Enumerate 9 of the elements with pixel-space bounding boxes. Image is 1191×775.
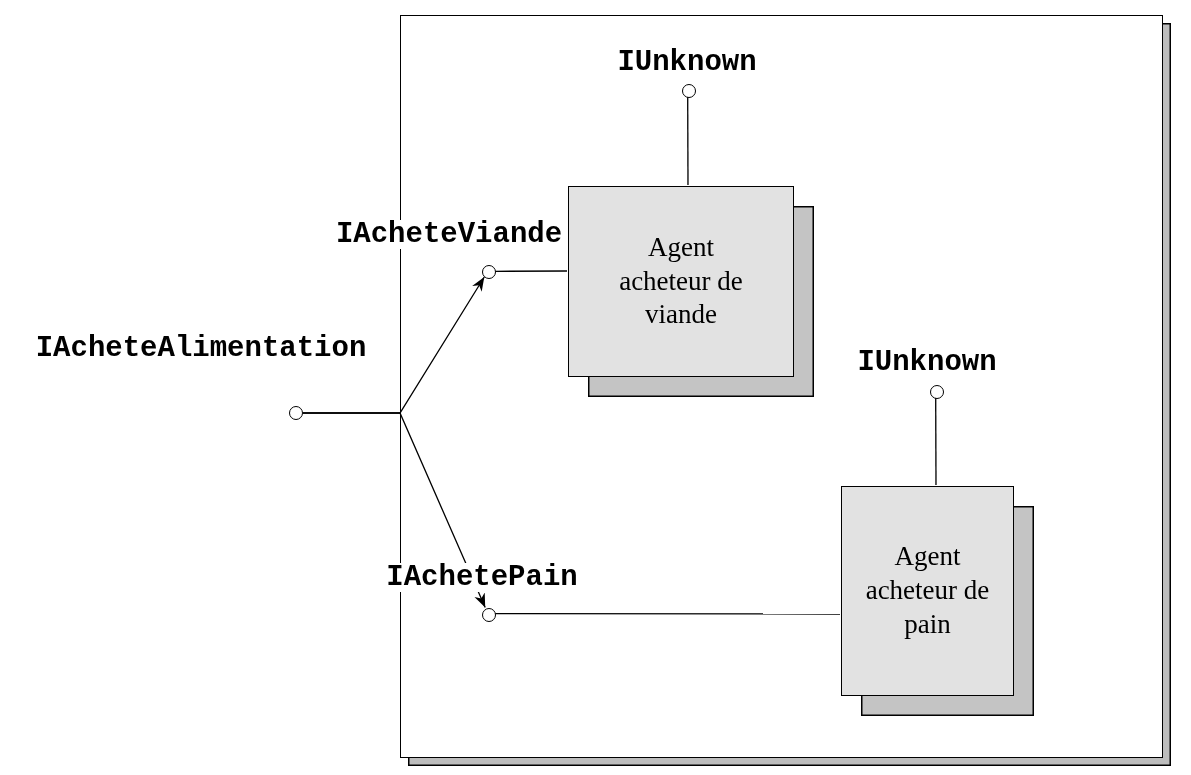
interface-name: IAchetePain	[386, 563, 578, 592]
connector-line	[494, 612, 841, 615]
component-label: Agent acheteur de viande	[618, 230, 744, 332]
connector-line	[687, 96, 689, 186]
arrow	[302, 412, 486, 609]
component-label: Agent acheteur de pain	[864, 540, 991, 641]
connector-line	[494, 270, 568, 272]
interface-name: IAcheteViande	[335, 220, 563, 249]
connector-line	[935, 397, 937, 486]
